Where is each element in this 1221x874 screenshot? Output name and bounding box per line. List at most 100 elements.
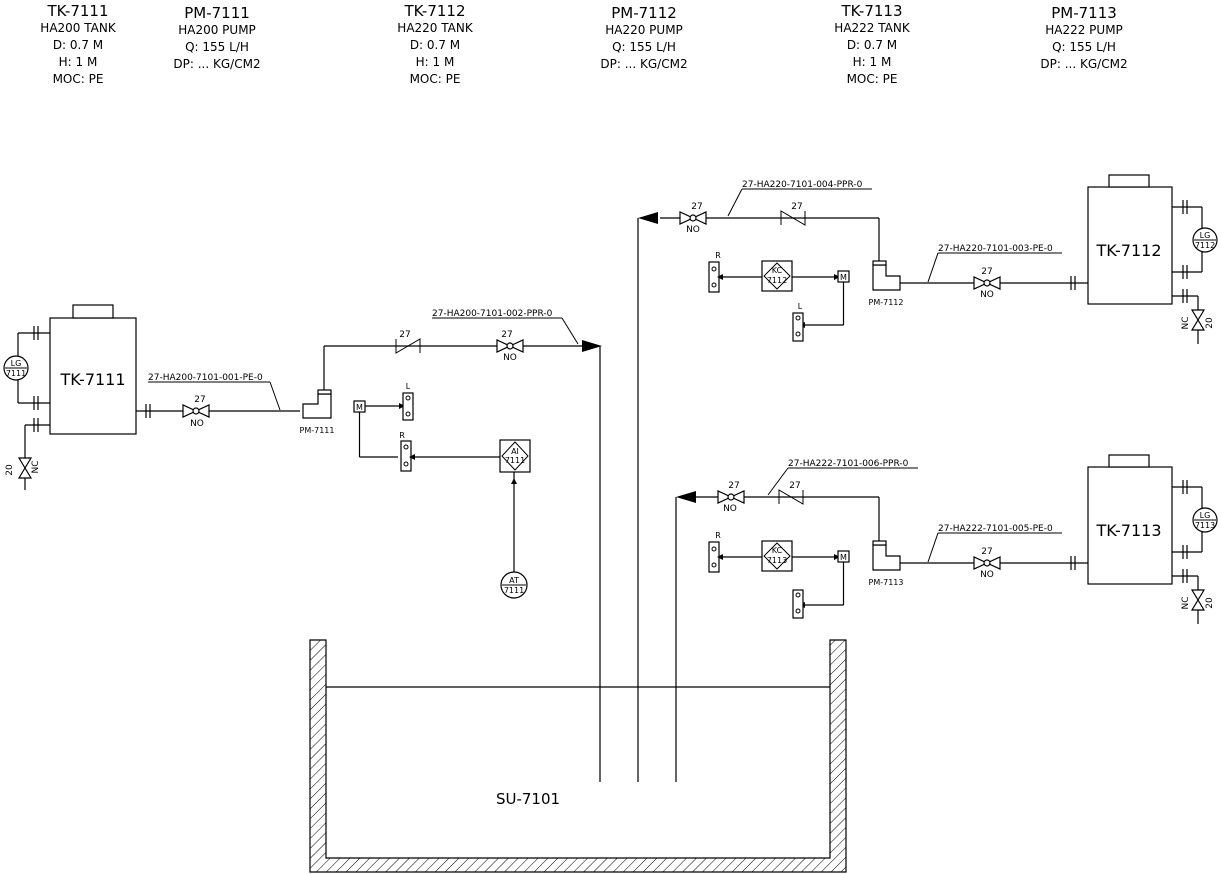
line-27-ha220-004: 27 27 NO 27-HA220-7101-004-PPR-0 xyxy=(637,180,880,782)
spec-line: H: 1 M xyxy=(852,55,892,69)
equipment-spec-pm-7112: PM-7112 HA220 PUMP Q: 155 L/H DP: ... KG… xyxy=(584,4,704,73)
sump-tag: SU-7101 xyxy=(496,790,560,808)
spec-line: D: 0.7 M xyxy=(846,38,898,52)
line-size: 27 xyxy=(691,202,702,212)
equipment-tag: PM-7112 xyxy=(611,4,677,22)
spec-line: MOC: PE xyxy=(846,72,898,86)
valve-status: NO xyxy=(723,504,737,514)
tank-body xyxy=(1087,466,1173,585)
valve-status: NO xyxy=(190,419,204,429)
flow-arrow xyxy=(582,340,602,352)
spec-line: HA222 PUMP xyxy=(1045,23,1123,37)
spec-line: HA200 PUMP xyxy=(178,23,256,37)
switch-label: R xyxy=(715,531,721,540)
pump-controls-7113: R KC 7113 M xyxy=(708,531,850,619)
equipment-spec-tk-7111: TK-7111 HA200 TANK D: 0.7 M H: 1 M MOC: … xyxy=(28,2,128,88)
line-size: 27 xyxy=(789,481,800,491)
instrument-number: 7111 xyxy=(6,369,26,378)
controller-kc-7113 xyxy=(761,540,793,572)
check-valve xyxy=(778,489,804,505)
switch-label: L xyxy=(798,302,803,311)
drain-valve xyxy=(17,457,33,479)
valve-status: NO xyxy=(980,290,994,300)
line-number: 27-HA200-7101-001-PE-0 xyxy=(148,373,263,383)
switch-label: L xyxy=(406,382,411,391)
drain-valve xyxy=(1190,309,1206,331)
line-27-ha220-003: 27 NO 27-HA220-7101-003-PE-0 xyxy=(898,244,1088,300)
tank-tk-7112: TK-7112 LG 7112 20 NC xyxy=(1087,174,1218,344)
tank-manhole xyxy=(72,304,114,319)
equipment-tag: TK-7112 xyxy=(404,2,466,20)
instrument-number: 7112 xyxy=(1195,241,1215,250)
line-size: 27 xyxy=(981,547,992,557)
instrument-label: AT xyxy=(509,576,519,585)
tank-tk-7111: TK-7111 LG 7111 20 NC xyxy=(3,304,137,490)
instrument-label: LG xyxy=(1200,511,1211,520)
sump-su-7101: SU-7101 xyxy=(309,639,847,873)
spec-line: DP: ... KG/CM2 xyxy=(1040,57,1128,71)
spec-line: D: 0.7 M xyxy=(52,38,104,52)
line-size: 27 xyxy=(728,481,739,491)
spec-line: MOC: PE xyxy=(52,72,104,86)
valve-status: NO xyxy=(980,570,994,580)
line-number: 27-HA222-7101-006-PPR-0 xyxy=(788,459,909,469)
tank-manhole xyxy=(1108,454,1150,468)
instrument-number: 7111 xyxy=(505,456,525,465)
equipment-tag: TK-7111 xyxy=(47,2,109,20)
instrument-number: 7112 xyxy=(767,276,787,285)
switch-label: R xyxy=(715,251,721,260)
line-number: 27-HA200-7101-002-PPR-0 xyxy=(432,309,553,319)
line-27-ha222-005: 27 NO 27-HA222-7101-005-PE-0 xyxy=(898,524,1088,580)
line-size: 27 xyxy=(791,202,802,212)
line-size: 27 xyxy=(501,330,512,340)
instrument-label: LG xyxy=(11,359,22,368)
spec-line: MOC: PE xyxy=(409,72,461,86)
tank-body xyxy=(49,317,137,435)
line-27-ha200-002: 27 27 NO 27-HA200-7101-002-PPR-0 xyxy=(323,309,602,782)
valve-status: NC xyxy=(31,460,41,473)
pump-tag: PM-7113 xyxy=(869,578,904,587)
flow-arrow xyxy=(676,491,696,503)
spec-line: H: 1 M xyxy=(58,55,98,69)
tank-tk-7113: TK-7113 LG 7113 20 NC xyxy=(1087,454,1218,624)
equipment-spec-tk-7112: TK-7112 HA220 TANK D: 0.7 M H: 1 M MOC: … xyxy=(385,2,485,88)
drain-valve xyxy=(1190,589,1206,611)
valve-status: NC xyxy=(1181,596,1191,609)
pump-tag: PM-7111 xyxy=(300,426,335,435)
spec-line: DP: ... KG/CM2 xyxy=(600,57,688,71)
motor-label: M xyxy=(840,553,847,562)
line-size: 27 xyxy=(981,267,992,277)
tank-tag: TK-7111 xyxy=(59,370,125,389)
motor-label: M xyxy=(356,403,363,412)
drain-size: 20 xyxy=(5,464,15,476)
check-valve xyxy=(780,210,806,226)
pump-controls-7111: M L R AI 7111 AT 7111 xyxy=(353,382,531,599)
drain-size: 20 xyxy=(1205,317,1215,329)
instrument-label: LG xyxy=(1200,231,1211,240)
equipment-spec-tk-7113: TK-7113 HA222 TANK D: 0.7 M H: 1 M MOC: … xyxy=(822,2,922,88)
local-switch xyxy=(402,392,414,421)
tank-tag: TK-7112 xyxy=(1095,241,1161,260)
line-number: 27-HA222-7101-005-PE-0 xyxy=(938,524,1053,534)
instrument-label: AI xyxy=(511,447,519,456)
spec-line: HA220 PUMP xyxy=(605,23,683,37)
controller-kc-7112 xyxy=(761,260,793,292)
instrument-number: 7113 xyxy=(767,556,787,565)
valve-status: NC xyxy=(1181,316,1191,329)
pump-pm-7113: PM-7113 xyxy=(869,540,904,587)
analyzer-indicator-ai-7111 xyxy=(499,439,531,473)
spec-line: H: 1 M xyxy=(415,55,455,69)
switch-label: R xyxy=(399,431,405,440)
equipment-tag: TK-7113 xyxy=(841,2,903,20)
equipment-tag: PM-7111 xyxy=(184,4,250,22)
spec-line: HA220 TANK xyxy=(397,21,473,35)
tank-manhole xyxy=(1108,174,1150,188)
equipment-tag: PM-7113 xyxy=(1051,4,1117,22)
spec-line: D: 0.7 M xyxy=(409,38,461,52)
drain-size: 20 xyxy=(1205,597,1215,609)
instrument-label: KC xyxy=(772,266,783,275)
local-switch xyxy=(792,589,804,619)
valve-status: NO xyxy=(503,353,517,363)
motor-label: M xyxy=(840,273,847,282)
